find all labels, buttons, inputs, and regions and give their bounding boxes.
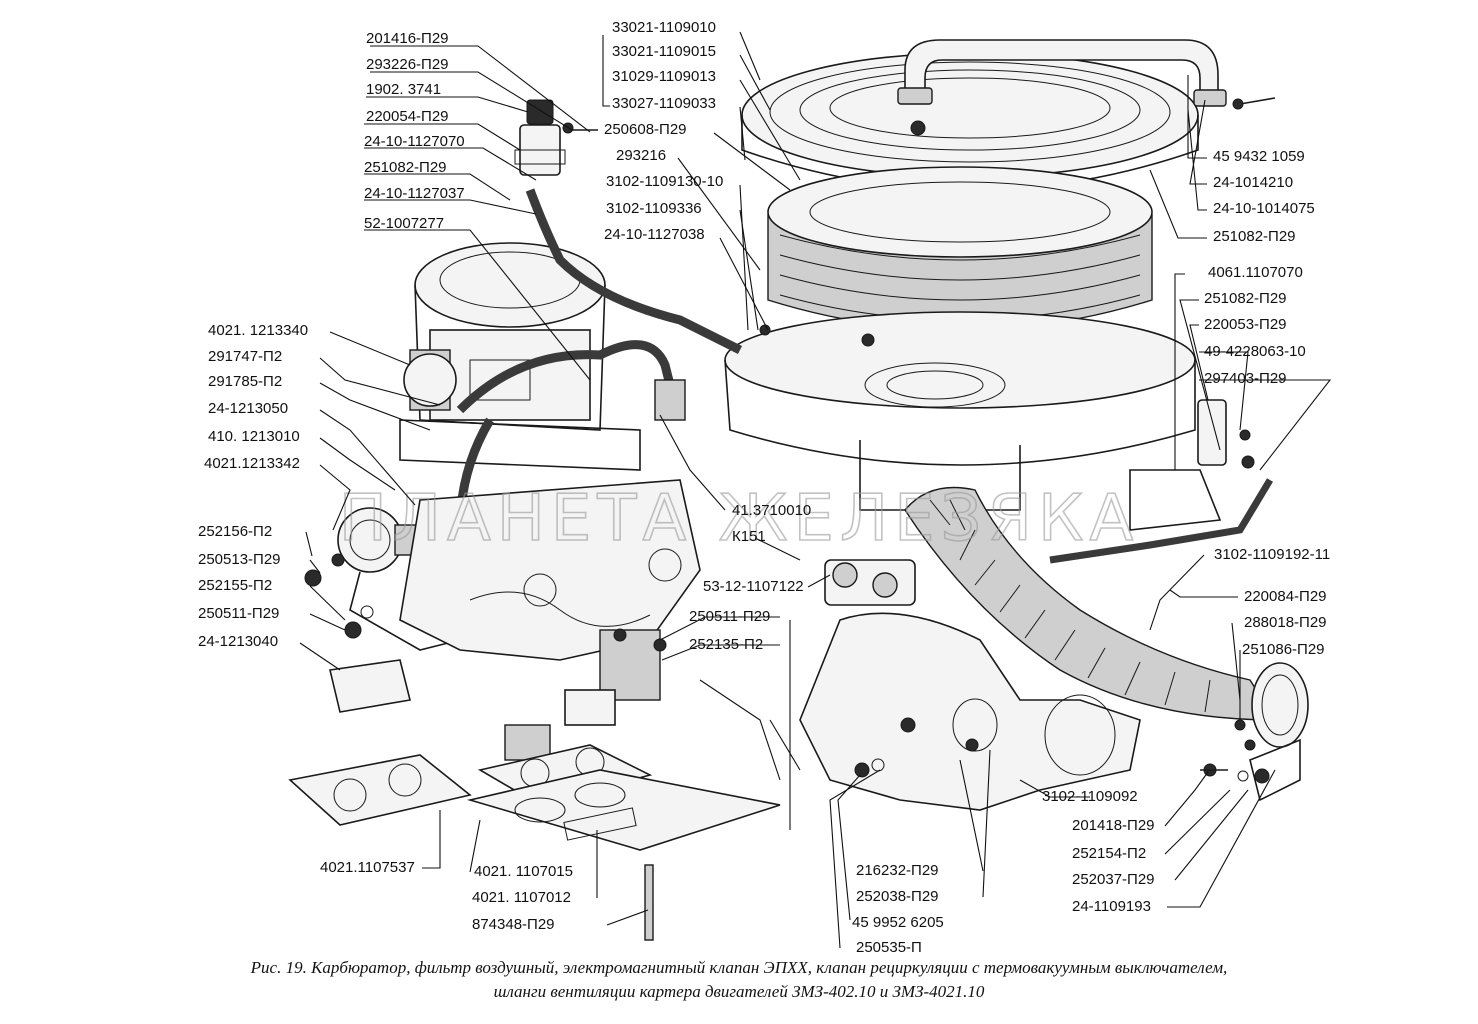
label-4061-1107070: 4061.1107070 (1208, 264, 1303, 281)
label-45-9432-1059: 45 9432 1059 (1213, 148, 1305, 165)
label-252037: 252037-П29 (1072, 871, 1155, 888)
label-41-3710010: 41.3710010 (732, 502, 811, 519)
label-201416: 201416-П29 (366, 30, 449, 47)
label-24-1014210: 24-1014210 (1213, 174, 1293, 191)
label-4021-1107015: 4021. 1107015 (474, 863, 573, 880)
label-291747: 291747-П2 (208, 348, 282, 365)
part-labels: 201416-П29 293226-П29 1902. 3741 220054-… (198, 19, 1330, 956)
label-297403: 297403-П29 (1204, 370, 1287, 387)
drawing (288, 39, 1309, 941)
label-33021-1109015: 33021-1109015 (612, 43, 716, 60)
label-293216: 293216 (616, 147, 666, 164)
label-216232: 216232-П29 (856, 862, 939, 879)
breather-tube (897, 39, 1276, 110)
label-24-1213040: 24-1213040 (198, 633, 278, 650)
label-251082-left: 251082-П29 (364, 159, 447, 176)
air-filter-cover (741, 52, 1199, 191)
caption-line-1: Рис. 19. Карбюратор, фильтр воздушный, э… (250, 958, 1228, 977)
label-1902-3741: 1902. 3741 (366, 81, 441, 98)
label-24-10-1127070: 24-10-1127070 (364, 133, 465, 150)
label-3102-1109192-11: 3102-1109192-11 (1214, 546, 1330, 563)
label-250511-left: 250511-П29 (198, 605, 279, 622)
label-252154: 252154-П2 (1072, 845, 1146, 862)
caption-line-2: шланги вентиляции картера двигателей ЗМЗ… (493, 982, 985, 1001)
corrugated-intake-hose (904, 486, 1309, 748)
label-220053: 220053-П29 (1204, 316, 1287, 333)
label-220084: 220084-П29 (1244, 588, 1327, 605)
label-3102-1109336: 3102-1109336 (606, 200, 702, 217)
label-291785: 291785-П2 (208, 373, 282, 390)
label-250535: 250535-П (856, 939, 922, 956)
leader-lines (299, 31, 1332, 949)
label-4021-1107537: 4021.1107537 (320, 859, 415, 876)
label-52-1007277: 52-1007277 (364, 215, 444, 232)
label-410-1213010: 410. 1213010 (208, 428, 300, 445)
label-874348: 874348-П29 (472, 916, 555, 933)
label-251082-top-right: 251082-П29 (1213, 228, 1296, 245)
label-220054: 220054-П29 (366, 108, 449, 125)
label-250511-center: 250511-П29 (689, 608, 770, 625)
label-250608: 250608-П29 (604, 121, 687, 138)
label-45-9952-6205: 45 9952 6205 (852, 914, 944, 931)
label-31029-1109013: 31029-1109013 (612, 68, 716, 85)
label-4021-1213340: 4021. 1213340 (208, 322, 308, 339)
label-251082-right: 251082-П29 (1204, 290, 1287, 307)
ephh-solenoid-valve (514, 99, 598, 176)
label-24-10-1014075: 24-10-1014075 (1213, 200, 1315, 217)
hardware (304, 399, 1301, 941)
label-3102-1109130-10: 3102-1109130-10 (606, 173, 723, 190)
label-252156: 252156-П2 (198, 523, 272, 540)
label-k151: К151 (732, 528, 766, 545)
label-24-10-1127038: 24-10-1127038 (604, 226, 705, 243)
thermovacuum-switch (504, 559, 916, 761)
label-53-12-1107122: 53-12-1107122 (703, 578, 804, 595)
figure-caption: Рис. 19. Карбюратор, фильтр воздушный, э… (0, 956, 1478, 1004)
label-252135: 252135-П2 (689, 636, 763, 653)
filter-element (767, 166, 1153, 331)
label-251086: 251086-П29 (1242, 641, 1325, 658)
label-33021-1109010: 33021-1109010 (612, 19, 716, 36)
label-293226: 293226-П29 (366, 56, 449, 73)
label-3102-1109092: 3102-1109092 (1042, 788, 1138, 805)
label-49-4228063-10: 49-4228063-10 (1204, 343, 1306, 360)
label-201418: 201418-П29 (1072, 817, 1155, 834)
label-24-10-1127037: 24-10-1127037 (364, 185, 465, 202)
label-33027-1109033: 33027-1109033 (612, 95, 716, 112)
label-250513: 250513-П29 (198, 551, 281, 568)
label-4021-1107012: 4021. 1107012 (472, 889, 571, 906)
intake-manifold (399, 479, 1141, 811)
label-4021-1213342: 4021.1213342 (204, 455, 300, 472)
label-252038: 252038-П29 (856, 888, 939, 905)
label-24-1109193: 24-1109193 (1072, 898, 1151, 915)
watermark: ПЛАНЕТА ЖЕЛЕЗЯКА (339, 482, 1139, 556)
label-252155: 252155-П2 (198, 577, 272, 594)
label-288018: 288018-П29 (1244, 614, 1327, 631)
carburetor-gaskets (288, 659, 781, 851)
label-24-1213050: 24-1213050 (208, 400, 288, 417)
